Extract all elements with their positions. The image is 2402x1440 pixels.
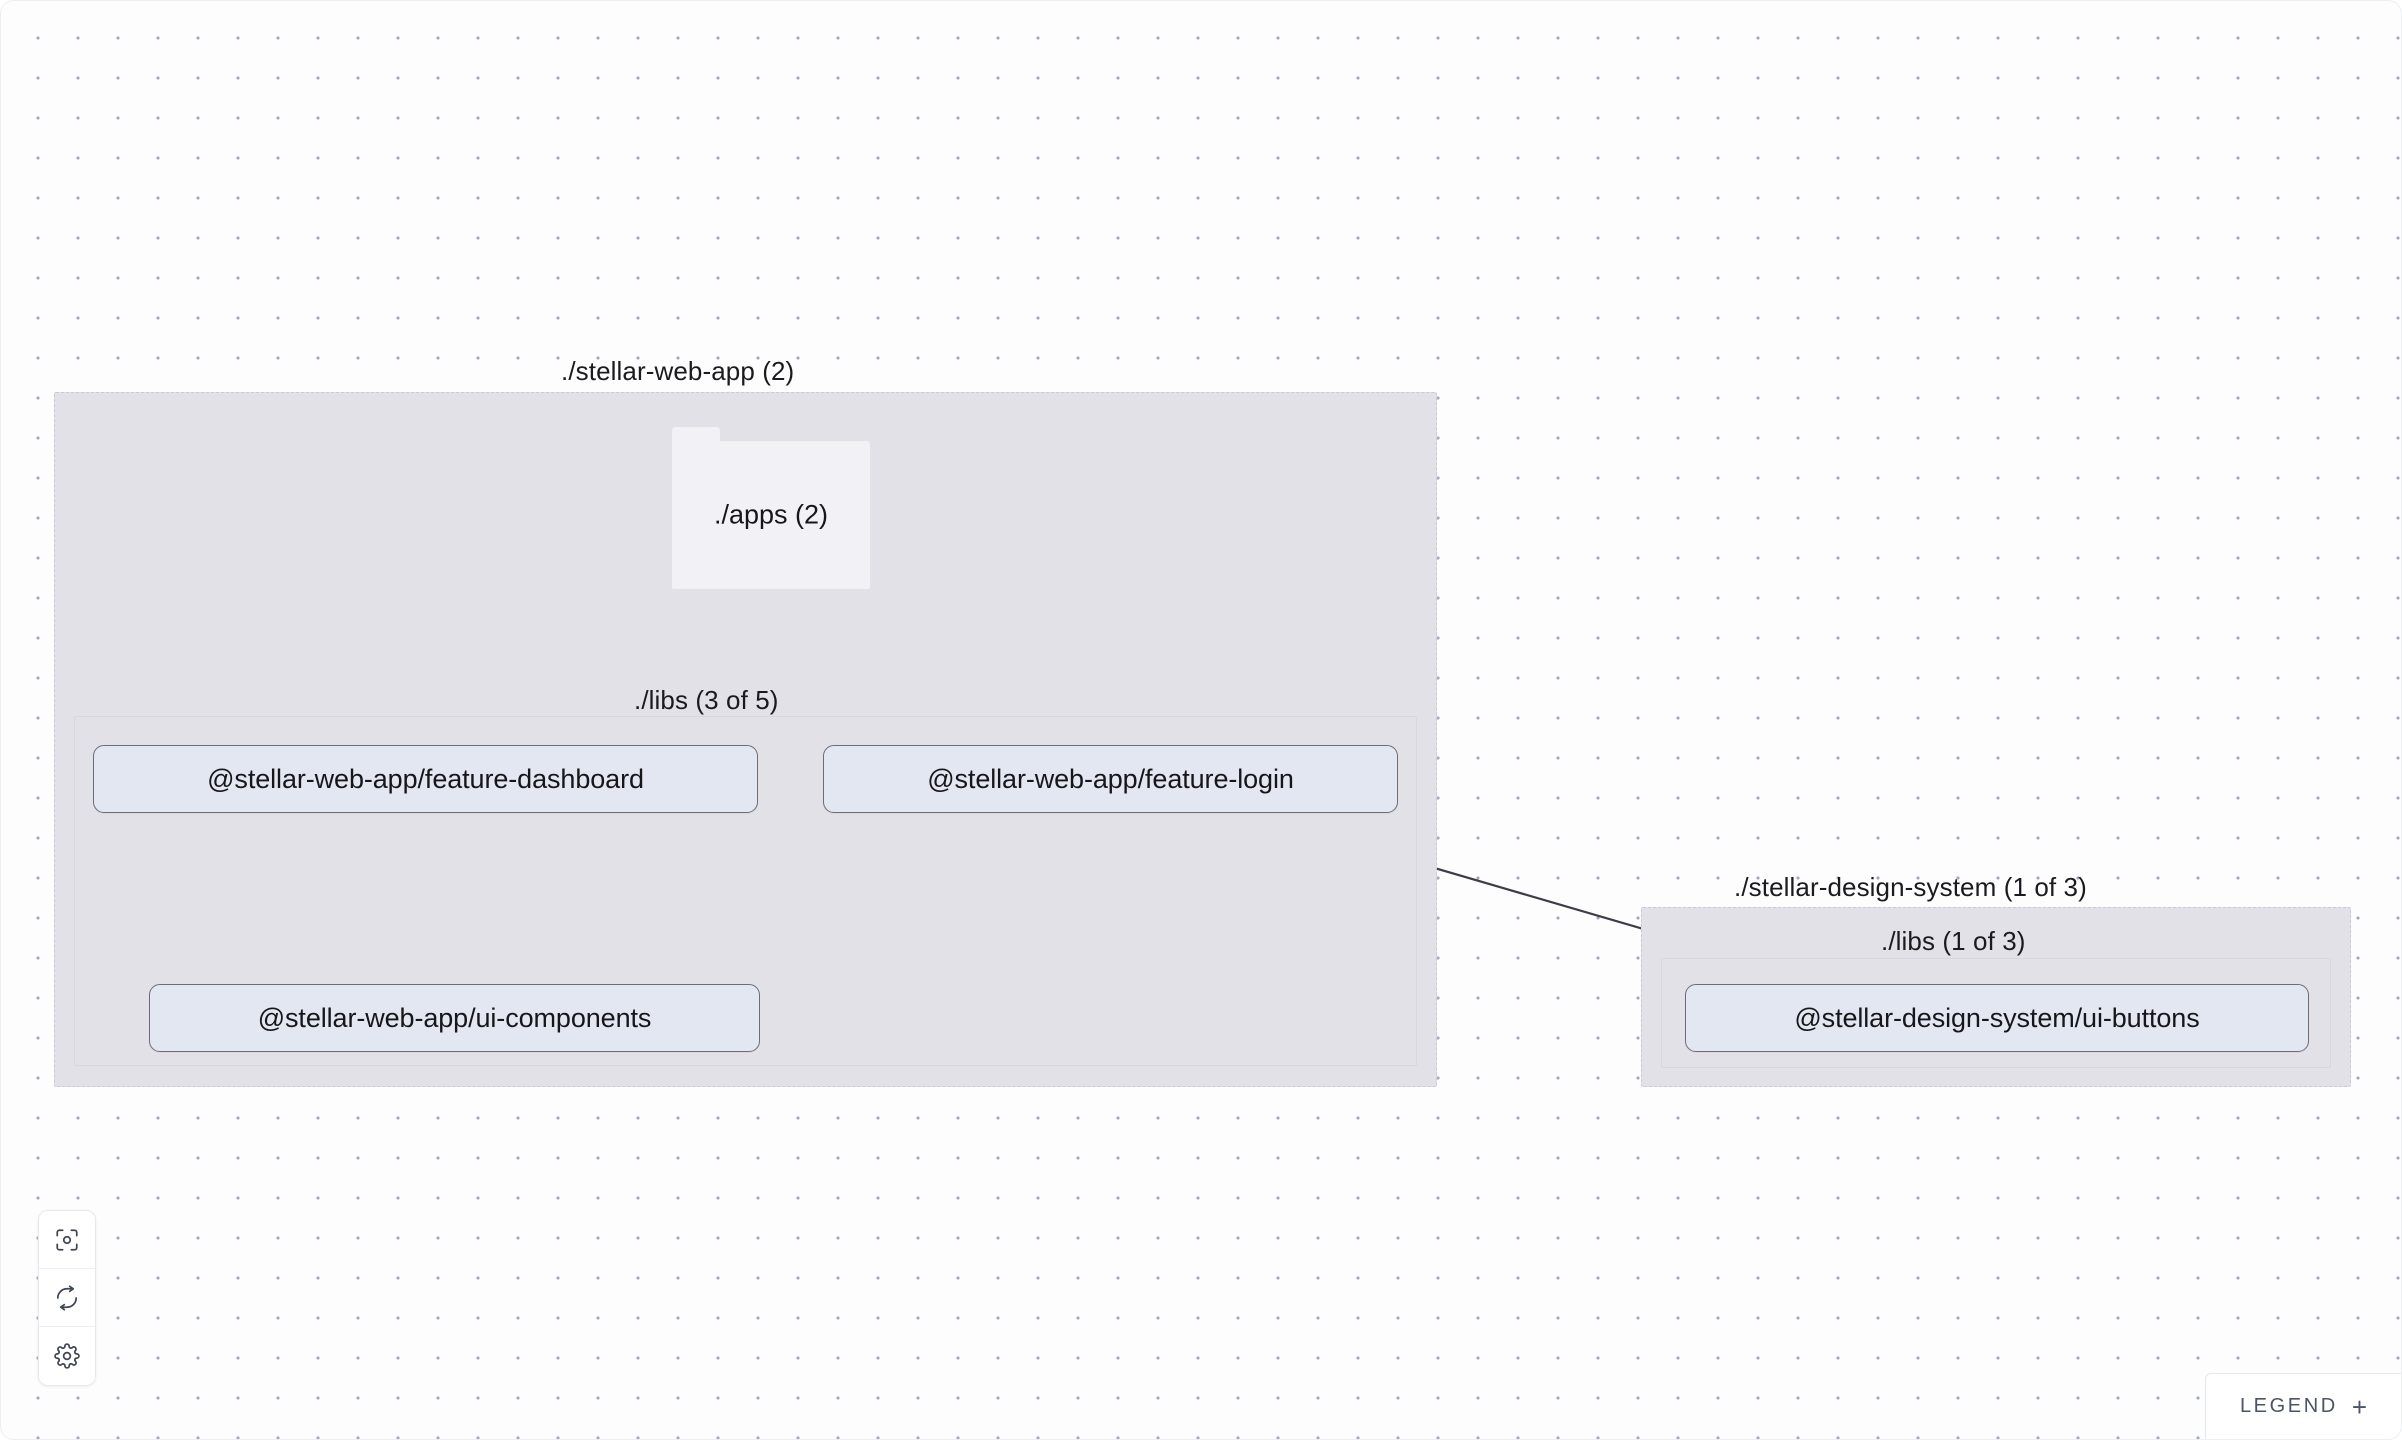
- legend-toggle[interactable]: LEGEND +: [2204, 1373, 2401, 1439]
- refresh-icon: [54, 1284, 80, 1311]
- node-label: @stellar-web-app/feature-login: [927, 763, 1294, 794]
- focus-target-icon: [54, 1227, 80, 1253]
- node-label: @stellar-design-system/ui-buttons: [1794, 1002, 2200, 1033]
- node-feature-login[interactable]: @stellar-web-app/feature-login: [823, 745, 1398, 813]
- folder-tab: [672, 427, 720, 443]
- node-label: @stellar-web-app/feature-dashboard: [207, 763, 644, 794]
- node-label: @stellar-web-app/ui-components: [257, 1002, 652, 1033]
- plus-icon: +: [2351, 1391, 2367, 1422]
- gear-icon: [54, 1343, 80, 1369]
- graph-controls: [38, 1210, 96, 1386]
- focus-graph-button[interactable]: [39, 1211, 95, 1269]
- group-stellar-design-system-libs[interactable]: [1661, 958, 2331, 1068]
- settings-button[interactable]: [39, 1327, 95, 1385]
- group-label-stellar-web-app-libs: ./libs (3 of 5): [634, 685, 779, 715]
- group-label-stellar-design-system: ./stellar-design-system (1 of 3): [1734, 872, 2087, 902]
- folder-apps[interactable]: ./apps (2): [672, 427, 870, 589]
- refresh-graph-button[interactable]: [39, 1269, 95, 1327]
- legend-label: LEGEND: [2239, 1395, 2338, 1417]
- node-feature-dashboard[interactable]: @stellar-web-app/feature-dashboard: [93, 745, 758, 813]
- group-label-stellar-web-app: ./stellar-web-app (2): [561, 356, 795, 386]
- node-ui-components[interactable]: @stellar-web-app/ui-components: [149, 984, 760, 1052]
- folder-apps-label: ./apps (2): [713, 499, 829, 530]
- node-ui-buttons[interactable]: @stellar-design-system/ui-buttons: [1685, 984, 2309, 1052]
- group-label-stellar-design-system-libs: ./libs (1 of 3): [1881, 926, 2026, 956]
